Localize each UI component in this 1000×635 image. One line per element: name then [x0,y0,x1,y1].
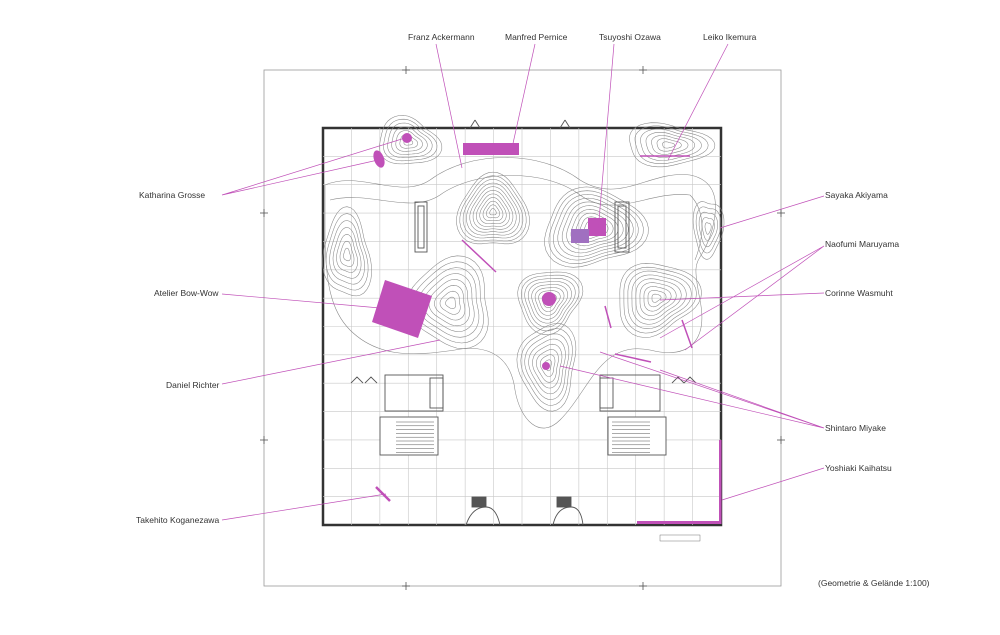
artwork-atelier-bowwow [372,280,432,338]
entrance-door-left [471,496,487,508]
label-shintaro-miyake: Shintaro Miyake [825,423,886,433]
interior-elements [350,119,701,542]
artwork-manfred [463,143,519,155]
label-leiko-ikemura: Leiko Ikemura [703,32,757,42]
label-corinne-wasmuht: Corinne Wasmuht [825,288,893,298]
label-takehito-koganezawa: Takehito Koganezawa [136,515,220,525]
label-sayaka-akiyama: Sayaka Akiyama [825,190,888,200]
label-yoshiaki-kaihatsu: Yoshiaki Kaihatsu [825,463,892,473]
label-naofumi-maruyama: Naofumi Maruyama [825,239,900,249]
stair-left [379,416,439,456]
artwork-tsuyoshi-2 [571,229,589,243]
artwork-takehito [375,486,391,502]
entrance-door-right [556,496,572,508]
label-daniel-richter: Daniel Richter [166,380,220,390]
artwork-yoshiaki [637,521,721,524]
label-katharina-grosse: Katharina Grosse [139,190,206,200]
label-franz-ackermann: Franz Ackermann [408,32,475,42]
label-manfred-pernice: Manfred Pernice [505,32,568,42]
wall-panel-left [414,201,428,253]
artwork-katharina-2 [402,133,412,143]
artwork-corinne [542,292,556,306]
artwork-placements [372,133,722,524]
leader-lines [221,43,825,521]
crosshair-markers [260,66,785,590]
artwork-katharina-1 [373,150,385,168]
wall-panel-right [614,201,630,253]
outer-frame [263,69,782,587]
stair-right [607,416,667,456]
artwork-tsuyoshi-1 [588,218,606,236]
scale-caption: (Geometrie & Gelände 1:100) [818,578,930,588]
label-tsuyoshi-ozawa: Tsuyoshi Ozawa [599,32,661,42]
label-atelier-bow-wow: Atelier Bow-Wow [154,288,219,298]
